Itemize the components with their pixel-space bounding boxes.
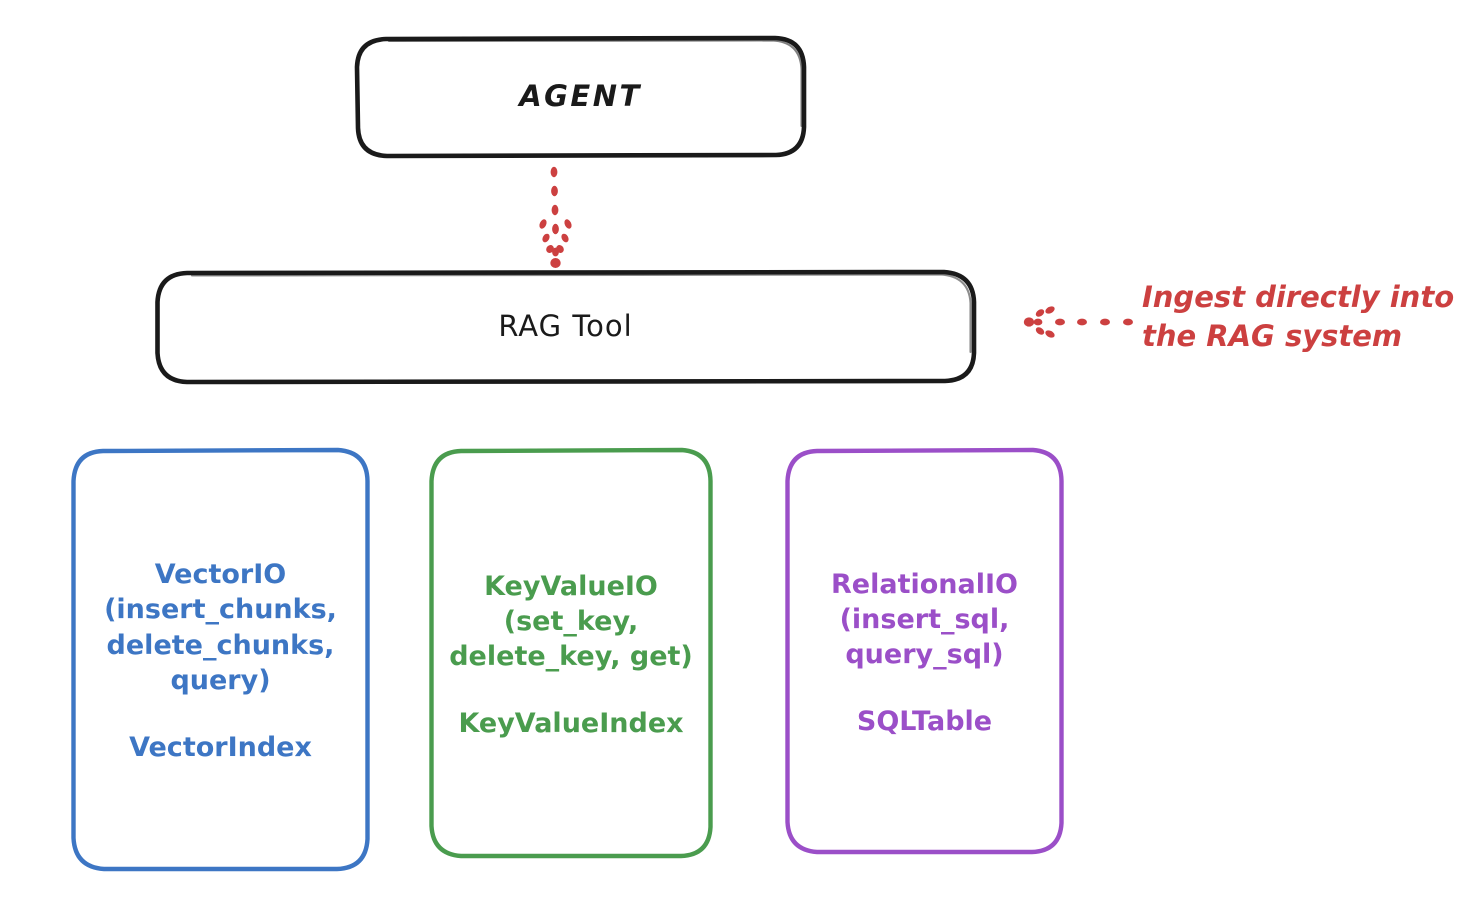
ingest-annotation-text: Ingest directly into the RAG system <box>1142 280 1455 353</box>
rag-tool-label: RAG Tool <box>498 309 633 344</box>
vectorio-label: VectorIO (insert_chunks, delete_chunks, … <box>104 559 337 696</box>
rag-tool-node[interactable]: RAG Tool <box>157 272 974 382</box>
keyvalueio-node[interactable]: KeyValueIO (set_key, delete_key, get) Ke… <box>431 450 711 858</box>
agent-label: AGENT <box>519 78 642 113</box>
relationalio-label: RelationalIO (insert_sql, query_sql) <box>831 568 1018 671</box>
relationalio-sublabel: SQLTable <box>856 706 993 738</box>
vectorio-node[interactable]: VectorIO (insert_chunks, delete_chunks, … <box>73 450 368 870</box>
ingest-to-rag-connector <box>1023 306 1133 338</box>
keyvalueio-box-outline <box>429 447 713 859</box>
vectorio-sublabel: VectorIndex <box>129 731 312 763</box>
agent-node[interactable]: AGENT <box>357 38 804 155</box>
agent-to-rag-connector <box>539 166 572 268</box>
keyvalueio-sublabel: KeyValueIndex <box>458 708 684 740</box>
keyvalueio-label: KeyValueIO (set_key, delete_key, get) <box>449 570 693 673</box>
agent-box-outline <box>354 35 807 159</box>
relationalio-box-outline <box>785 447 1064 855</box>
relationalio-node[interactable]: RelationalIO (insert_sql, query_sql) SQL… <box>787 450 1062 854</box>
rag-tool-box-outline <box>155 269 977 385</box>
vectorio-box-outline <box>71 447 370 872</box>
